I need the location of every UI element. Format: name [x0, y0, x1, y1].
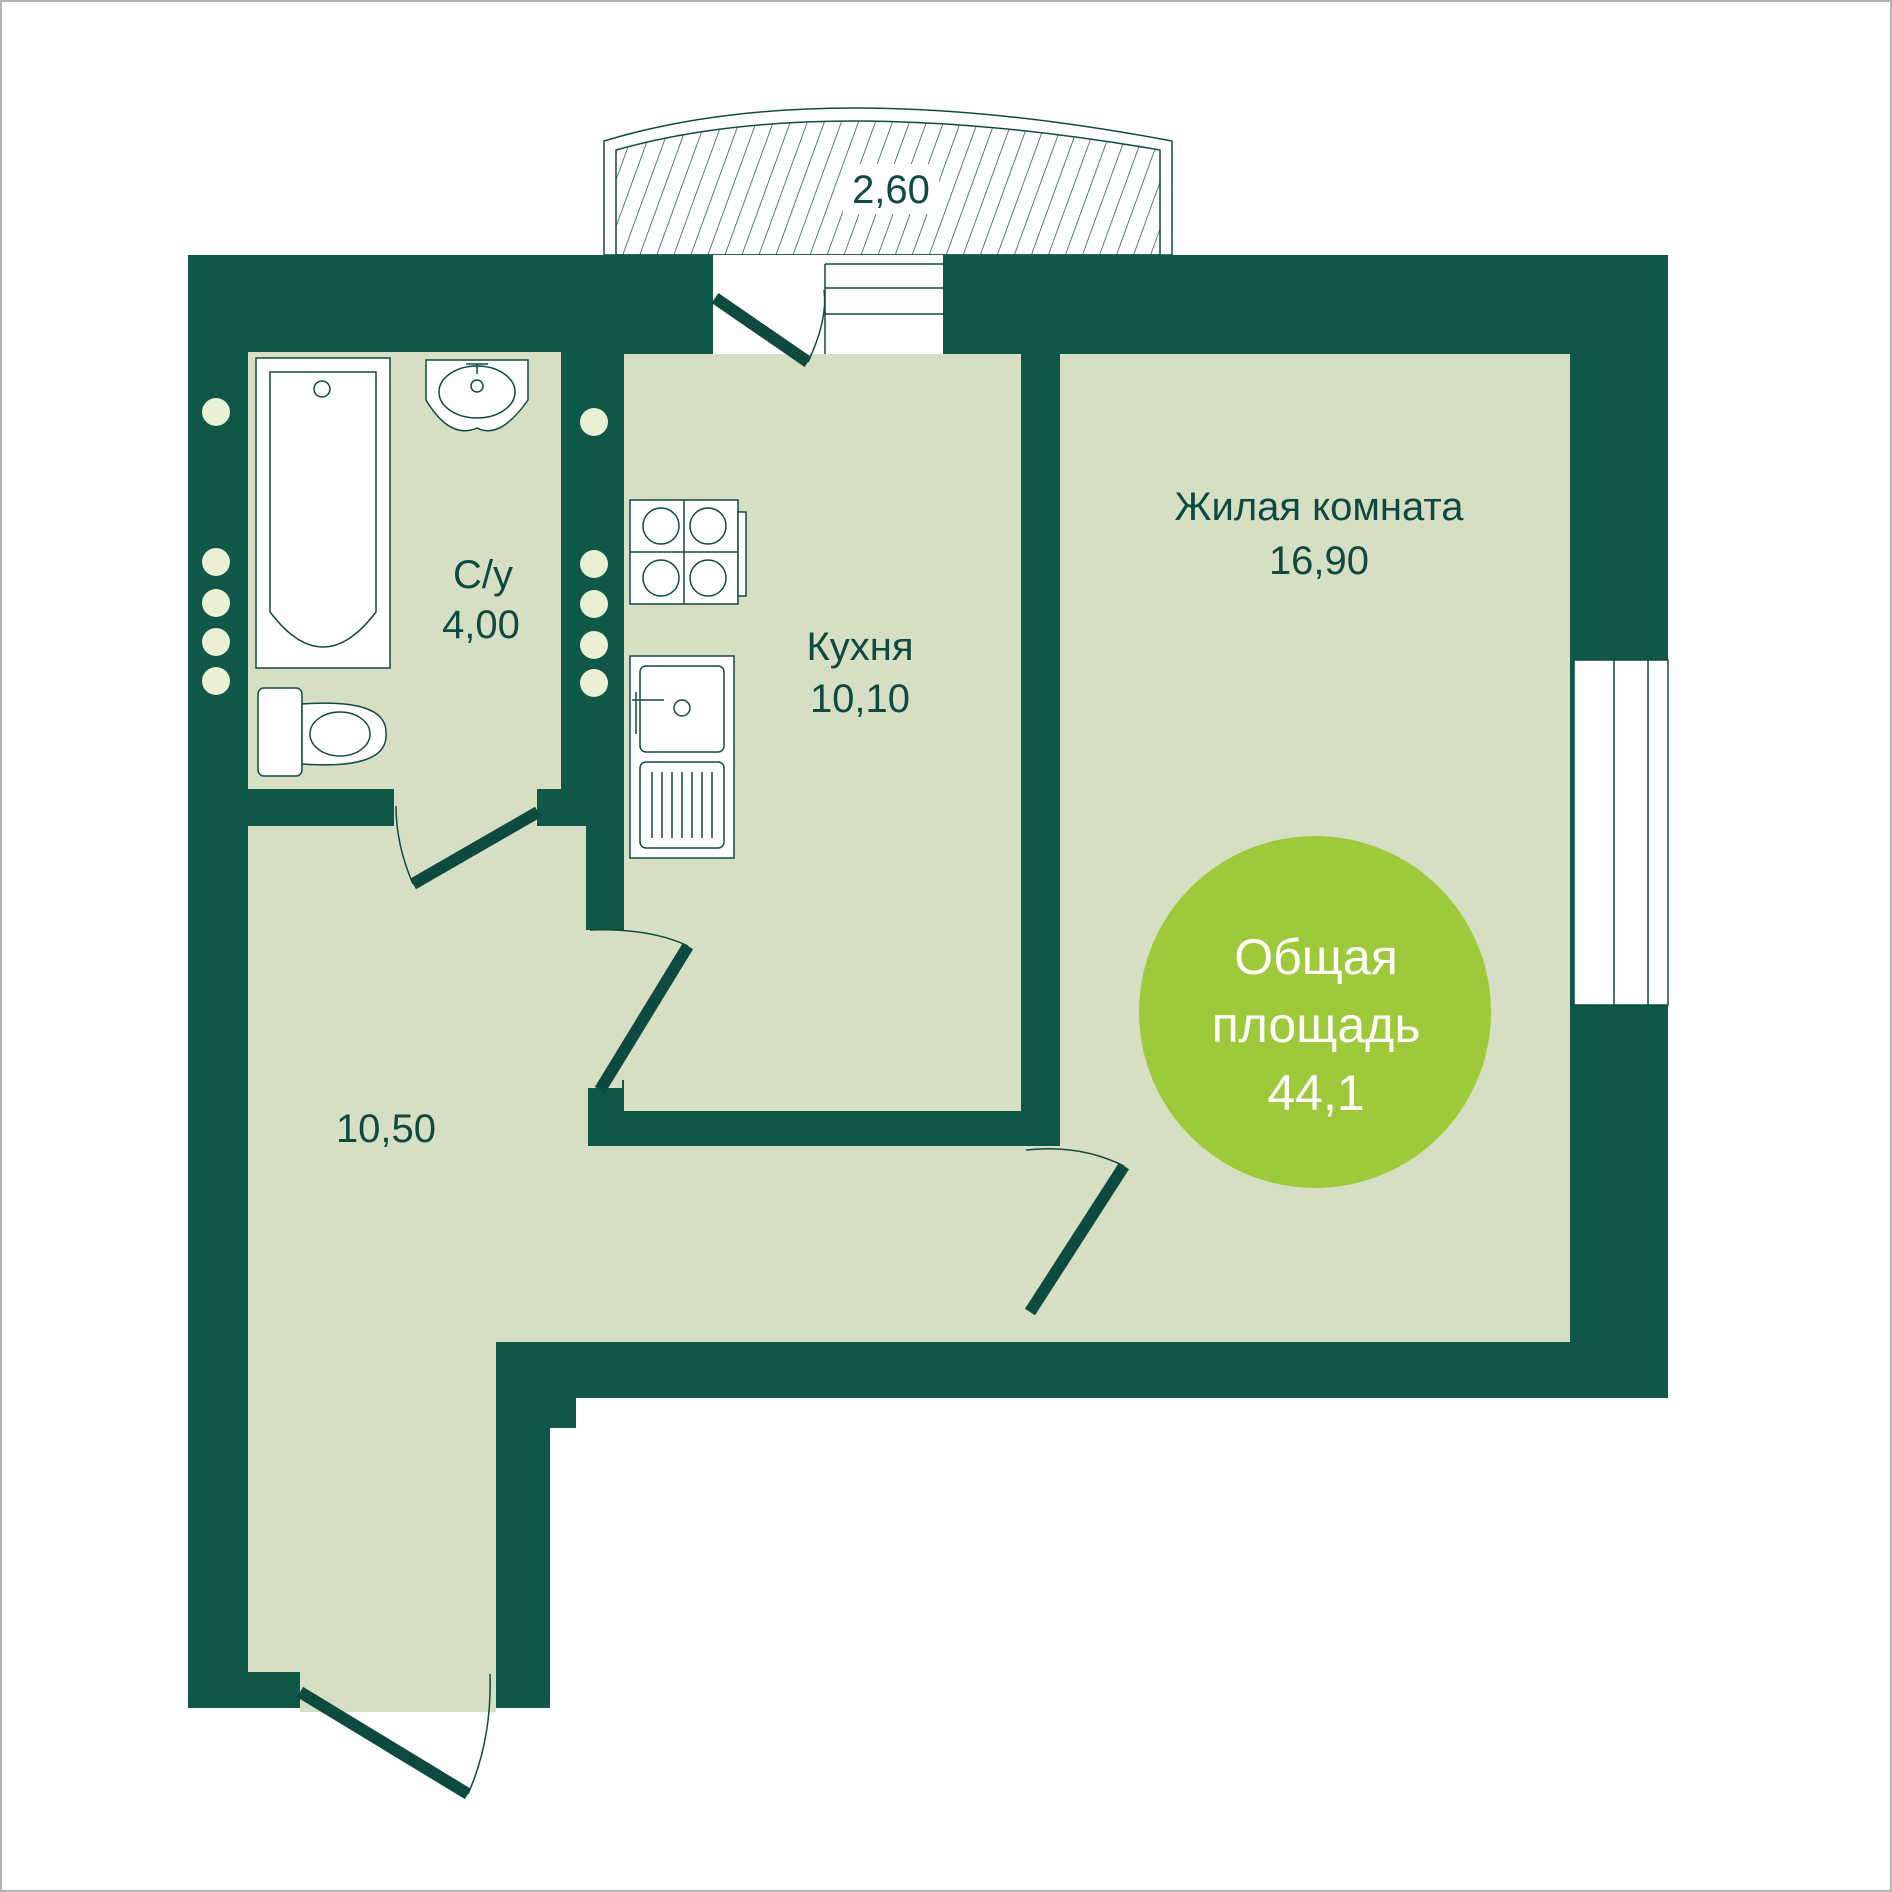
balcony-door-arc: [807, 289, 826, 363]
living-room-area: 16,90: [1269, 539, 1369, 583]
balcony: [603, 107, 1173, 256]
sink-drain: [673, 699, 691, 717]
burner: [689, 507, 727, 545]
entrance-door-leaf: [296, 1686, 472, 1800]
balcony-step-lines: [824, 263, 945, 354]
total-area-value: 44,1: [1267, 1065, 1364, 1121]
risers: [202, 398, 608, 697]
total-area-line2: площадь: [1212, 997, 1421, 1053]
toilet-seat: [309, 711, 371, 757]
riser-circle: [580, 550, 608, 578]
riser-circle: [202, 398, 230, 426]
riser-circle: [202, 548, 230, 576]
toilet-tank: [257, 687, 303, 777]
doors: [296, 289, 1130, 1800]
balcony-door-opening: [713, 255, 943, 354]
total-area-circle: [1139, 836, 1491, 1188]
stove-knob-panel: [737, 511, 747, 597]
kitchen-fixtures: [629, 499, 747, 859]
walls: [188, 255, 1669, 1712]
riser-circle: [580, 631, 608, 659]
balcony-door-leaf: [711, 293, 812, 367]
bathroom-name: С/у: [453, 553, 513, 597]
riser-circle: [580, 408, 608, 436]
kitchen-area: 10,10: [810, 677, 910, 721]
washbasin-drain: [470, 379, 484, 393]
hallway-floor: [248, 826, 1060, 1672]
riser-circle: [202, 667, 230, 695]
bathroom-fixtures: [255, 357, 529, 777]
living-door-arc: [1025, 1147, 1125, 1167]
kitchen-name: Кухня: [806, 625, 913, 669]
washbasin-tap: [466, 363, 488, 374]
entrance-door-arc: [467, 1673, 491, 1795]
kitchen-door-arc: [589, 929, 689, 947]
hallway-area: 10,50: [336, 1107, 436, 1151]
window-east: [1573, 659, 1669, 1006]
living-room-name: Жилая комната: [1175, 485, 1465, 529]
burner: [689, 559, 727, 597]
stove-grid: [630, 500, 738, 604]
living-door-leaf: [1024, 1162, 1130, 1316]
riser-circle: [202, 628, 230, 656]
riser-circle: [580, 669, 608, 697]
bathroom-door-arc: [395, 805, 414, 885]
bathtub-drain: [313, 380, 331, 398]
bathtub: [255, 357, 391, 669]
kitchen-door-leaf: [594, 942, 694, 1094]
balcony-label-bg: [843, 164, 939, 214]
bathroom-door-leaf: [410, 806, 541, 890]
riser-circle: [202, 589, 230, 617]
riser-circle: [580, 590, 608, 618]
burner: [642, 559, 680, 597]
sink-tap: [632, 692, 664, 734]
bathroom-area: 4,00: [442, 603, 520, 647]
total-area-line1: Общая: [1234, 929, 1398, 985]
burner: [642, 507, 680, 545]
balcony-area: 2,60: [852, 168, 930, 212]
drainboard-ribs: [651, 772, 713, 838]
bathtub-inner: [269, 371, 377, 648]
hall-living-opening: [1021, 1146, 1066, 1306]
